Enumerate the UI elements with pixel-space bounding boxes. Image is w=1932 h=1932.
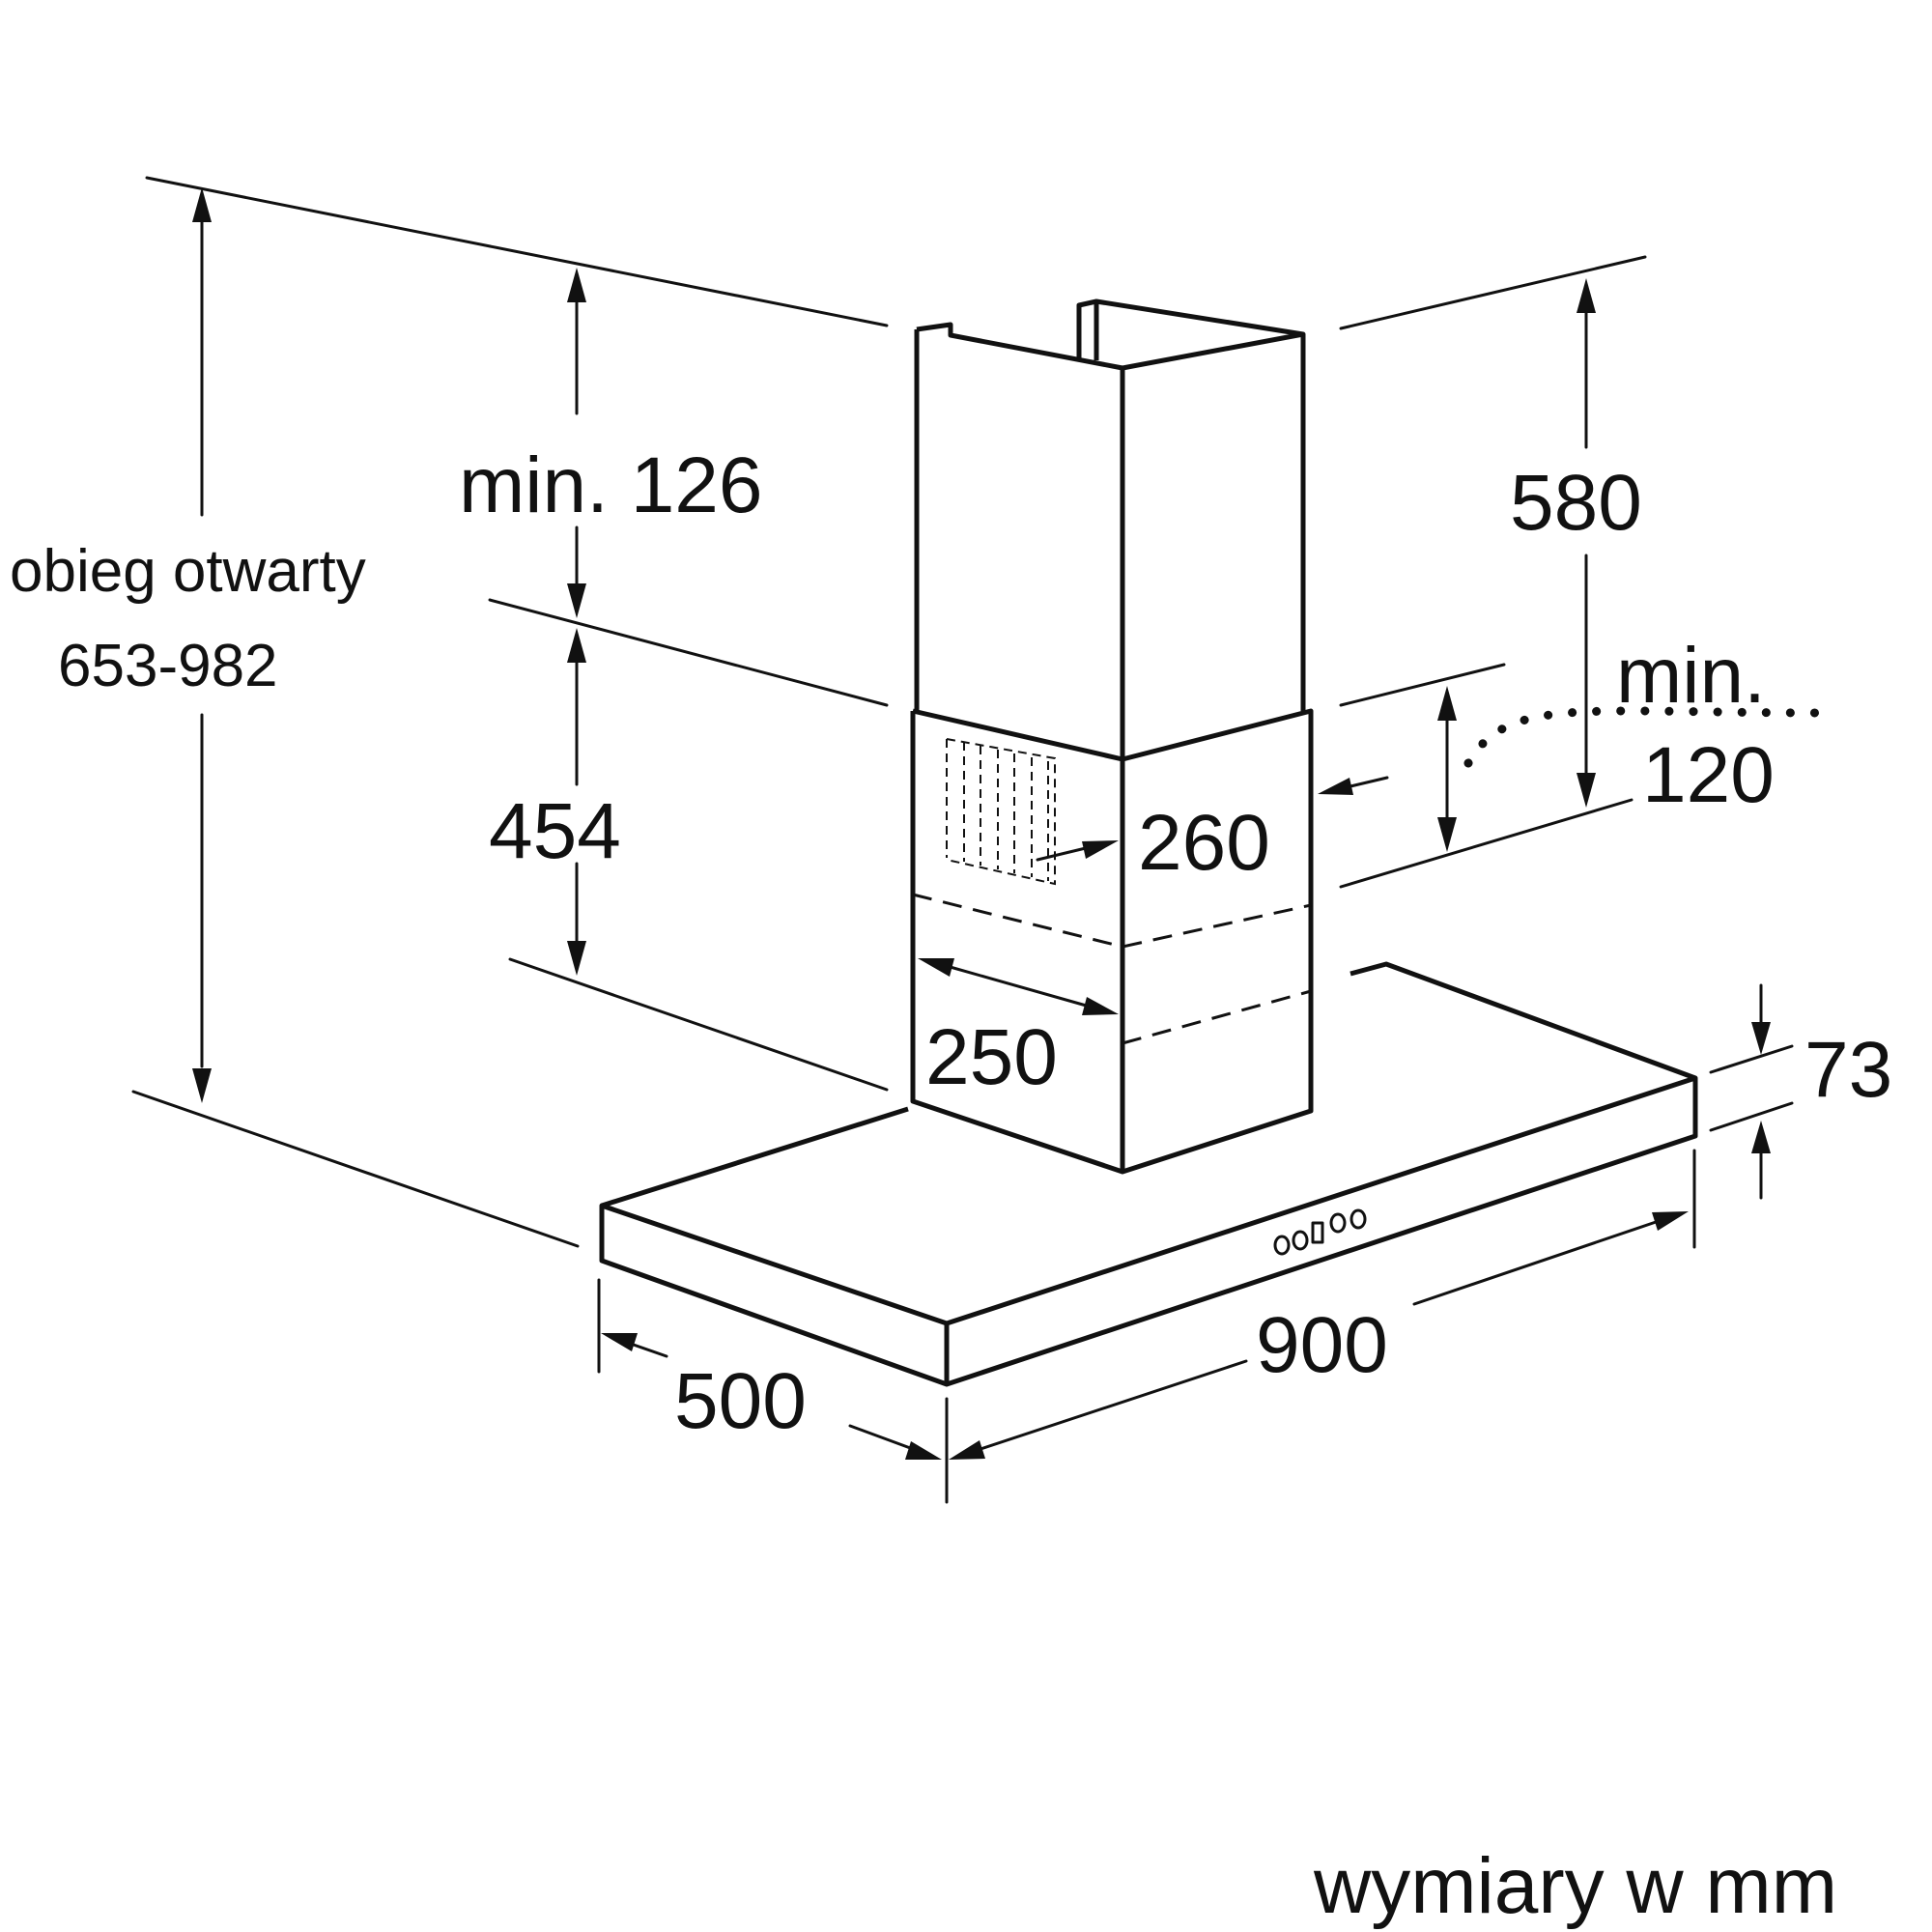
open-circulation-label: obieg otwarty bbox=[10, 538, 366, 605]
lower-chimney bbox=[910, 708, 1314, 1175]
chimney-depth-label: 260 bbox=[1138, 799, 1270, 887]
hood-depth-label: 500 bbox=[674, 1357, 807, 1445]
extension-lines bbox=[131, 176, 1794, 1504]
min-ceiling-gap-label: min. 126 bbox=[459, 441, 763, 529]
hood-height-label: 73 bbox=[1804, 1026, 1892, 1114]
units-note: wymiary w mm bbox=[1313, 1842, 1837, 1930]
upper-chimney-label: 580 bbox=[1510, 459, 1642, 547]
lower-chimney-label: 454 bbox=[489, 787, 621, 875]
upper-chimney bbox=[914, 298, 1306, 759]
min-clearance-value: 120 bbox=[1642, 731, 1775, 819]
hood-canopy bbox=[599, 961, 1698, 1387]
open-circulation-range: 653-982 bbox=[58, 633, 278, 699]
vent-slots bbox=[946, 738, 1056, 886]
dimension-lines bbox=[192, 187, 1831, 1460]
hood-width-label: 900 bbox=[1256, 1301, 1388, 1389]
control-panel-buttons bbox=[1273, 1208, 1367, 1256]
min-clearance-label: min. bbox=[1616, 632, 1766, 720]
chimney-width-label: 250 bbox=[925, 1013, 1058, 1101]
